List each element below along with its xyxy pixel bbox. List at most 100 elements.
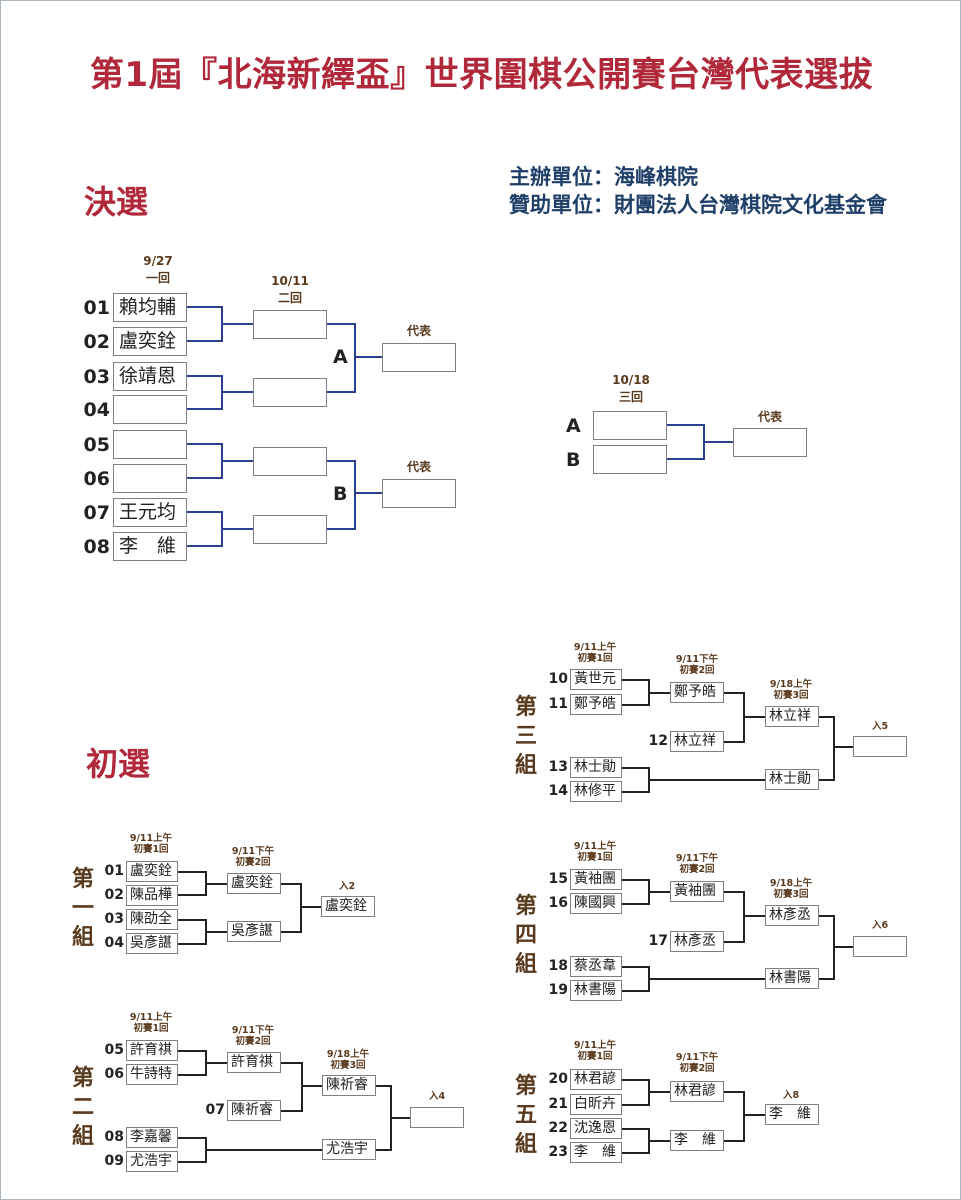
representative-label: 代表 xyxy=(757,410,782,424)
finals-seed: 01 xyxy=(83,297,110,319)
group2-seed: 05 xyxy=(104,1042,124,1058)
group3-r1-label: 初賽1回 xyxy=(577,653,613,664)
finals-seed: 04 xyxy=(83,399,110,421)
group2-seed: 06 xyxy=(104,1066,124,1082)
group2-r3-box: 尤浩宇 xyxy=(322,1139,376,1160)
finals-player-box xyxy=(113,464,187,493)
group3-seed: 12 xyxy=(648,733,668,749)
group1-r2-date: 9/11下午 xyxy=(231,846,275,857)
finals-round3-label: 三回 xyxy=(618,390,643,404)
group-a-letter: A xyxy=(333,346,348,368)
group2-seed: 07 xyxy=(205,1102,225,1118)
group1-seed: 02 xyxy=(104,887,124,903)
group4-player-box: 林書陽 xyxy=(570,980,622,1001)
group5-seed: 20 xyxy=(548,1071,568,1087)
group5-r2-box: 李 維 xyxy=(670,1130,724,1151)
group2-r3-label: 初賽3回 xyxy=(330,1060,366,1071)
group1-final-box: 盧奕銓 xyxy=(321,896,375,917)
group5-entry-label: 入8 xyxy=(782,1090,800,1101)
group3-final-box xyxy=(853,736,907,757)
representative-label: 代表 xyxy=(406,460,431,474)
group5-r2-label: 初賽2回 xyxy=(679,1063,715,1074)
group4-player-box: 陳國興 xyxy=(570,893,622,914)
group2-player-box: 尤浩宇 xyxy=(126,1151,178,1172)
group1-r2-box: 吳彥諶 xyxy=(227,921,281,942)
group2-entry-label: 入4 xyxy=(428,1091,446,1102)
group1-player-box: 陳品樺 xyxy=(126,885,178,906)
group2-final-box xyxy=(410,1107,464,1128)
group5-r2-date: 9/11下午 xyxy=(675,1052,719,1063)
group4-seed: 19 xyxy=(548,982,568,998)
group5-r1-label: 初賽1回 xyxy=(577,1051,613,1062)
group1-seed: 03 xyxy=(104,911,124,927)
group1-r2-box: 盧奕銓 xyxy=(227,873,281,894)
group2-seed: 09 xyxy=(104,1153,124,1169)
group2-label: 第二組 xyxy=(71,1066,94,1149)
finals-round2-box xyxy=(253,310,327,339)
group4-seed: 15 xyxy=(548,871,568,887)
group2-player-box: 陳祈睿 xyxy=(227,1100,281,1121)
finals-player-box xyxy=(113,430,187,459)
group2-player-box: 許育祺 xyxy=(126,1040,178,1061)
group3-r3-label: 初賽3回 xyxy=(773,690,809,701)
final-b-letter: B xyxy=(566,449,581,471)
finals-seed: 08 xyxy=(83,536,110,558)
final-representative-box xyxy=(733,428,807,457)
group3-r2-date: 9/11下午 xyxy=(675,654,719,665)
group3-r3-date: 9/18上午 xyxy=(769,679,813,690)
group2-r3-date: 9/18上午 xyxy=(326,1049,370,1060)
finals-player-box xyxy=(113,395,187,424)
group3-seed: 14 xyxy=(548,783,568,799)
group3-player-box: 林立祥 xyxy=(670,731,724,752)
sponsor-text: 贊助單位：財團法人台灣棋院文化基金會 xyxy=(509,193,887,217)
group5-player-box: 林君諺 xyxy=(570,1069,622,1090)
group1-r1-label: 初賽1回 xyxy=(133,844,169,855)
group4-label: 第四組 xyxy=(514,894,537,977)
group4-r3-box: 林彥丞 xyxy=(765,905,819,926)
group3-r3-box: 林立祥 xyxy=(765,706,819,727)
group5-player-box: 沈逸恩 xyxy=(570,1118,622,1139)
group4-seed: 17 xyxy=(648,933,668,949)
finals-round1-label: 一回 xyxy=(145,271,170,285)
group3-label: 第三組 xyxy=(514,695,537,778)
group4-r3-box: 林書陽 xyxy=(765,968,819,989)
group2-player-box: 牛詩特 xyxy=(126,1064,178,1085)
group2-r1-label: 初賽1回 xyxy=(133,1023,169,1034)
finals-round2-box xyxy=(253,447,327,476)
finals-seed: 07 xyxy=(83,502,110,524)
group4-r2-label: 初賽2回 xyxy=(679,864,715,875)
representative-box-b xyxy=(382,479,456,508)
finals-seed: 02 xyxy=(83,331,110,353)
prelims-heading: 初選 xyxy=(86,745,151,783)
group1-player-box: 盧奕銓 xyxy=(126,861,178,882)
group2-r2-label: 初賽2回 xyxy=(235,1036,271,1047)
finals-player-box: 王元均 xyxy=(113,498,187,527)
group4-player-box: 林彥丞 xyxy=(670,931,724,952)
group1-r2-label: 初賽2回 xyxy=(235,857,271,868)
group5-seed: 22 xyxy=(548,1120,568,1136)
group1-player-box: 陳劭全 xyxy=(126,909,178,930)
finals-player-box: 徐靖恩 xyxy=(113,362,187,391)
group4-r1-date: 9/11上午 xyxy=(573,841,617,852)
group4-entry-label: 入6 xyxy=(871,920,889,931)
group1-seed: 01 xyxy=(104,863,124,879)
finals-seed: 06 xyxy=(83,468,110,490)
group4-seed: 18 xyxy=(548,958,568,974)
finals-player-box: 李 維 xyxy=(113,532,187,561)
group4-r2-box: 黃袖團 xyxy=(670,881,724,902)
group5-r2-box: 林君諺 xyxy=(670,1081,724,1102)
group4-player-box: 黃袖團 xyxy=(570,869,622,890)
finals-round2-box xyxy=(253,378,327,407)
finals-heading: 決選 xyxy=(84,183,149,221)
finals-round2-box xyxy=(253,515,327,544)
representative-label: 代表 xyxy=(406,324,431,338)
group5-player-box: 李 維 xyxy=(570,1142,622,1163)
final-a-letter: A xyxy=(566,415,581,437)
group3-r2-box: 鄭予皓 xyxy=(670,682,724,703)
finals-round2-date: 10/11 xyxy=(271,274,309,288)
final-a-box xyxy=(593,411,667,440)
group3-r2-label: 初賽2回 xyxy=(679,665,715,676)
group5-player-box: 白昕卉 xyxy=(570,1094,622,1115)
group1-entry-label: 入2 xyxy=(338,881,356,892)
